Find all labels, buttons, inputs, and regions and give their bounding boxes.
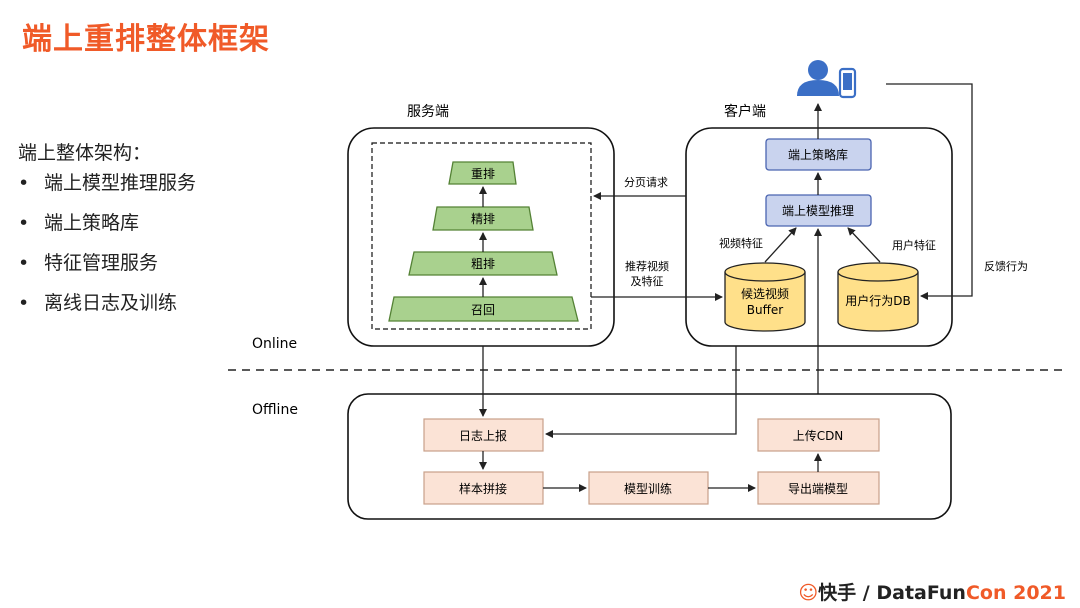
model-train-label: 模型训练	[624, 481, 672, 496]
funnel-label-recall: 召回	[471, 303, 495, 317]
bullet-item: •离线日志及训练	[18, 292, 178, 314]
sample-join-label: 样本拼接	[459, 481, 507, 496]
funnel-stage-fine-rank	[432, 206, 534, 231]
funnel-label-fine-rank: 精排	[471, 212, 495, 226]
client-strategy-label: 端上策略库	[788, 147, 848, 162]
user-phone-icon	[797, 60, 857, 99]
bullet-item: •特征管理服务	[18, 252, 159, 274]
recommend-label-line2: 及特征	[631, 274, 664, 288]
upload-cdn-label: 上传CDN	[793, 428, 844, 443]
funnel-stage-rerank	[448, 161, 517, 185]
funnel-label-coarse-rank: 粗排	[471, 257, 495, 271]
offline-label: Offline	[252, 402, 298, 418]
candidate-buffer-db	[724, 262, 806, 332]
funnel-stage-coarse-rank	[408, 251, 558, 276]
funnel-stage-recall	[388, 296, 579, 322]
log-report-label: 日志上报	[459, 428, 507, 443]
kuaishou-logo-icon: ☺	[798, 582, 819, 604]
log-report-box	[423, 418, 544, 452]
client-label: 客户端	[724, 103, 766, 120]
user-behavior-db-label: 用户行为DB	[845, 293, 910, 308]
page-request-label: 分页请求	[624, 176, 668, 189]
funnel-label-rerank: 重排	[471, 167, 495, 181]
page-title: 端上重排整体框架	[22, 22, 270, 57]
bullet-item: •端上模型推理服务	[18, 172, 197, 194]
user-behavior-db	[837, 262, 919, 332]
architecture-bullet-list: •端上模型推理服务 •端上策略库 •特征管理服务 •离线日志及训练	[18, 170, 196, 330]
bullet-item: •端上策略库	[18, 212, 140, 234]
online-label: Online	[252, 336, 297, 352]
candidate-buffer-line1: 候选视频	[741, 286, 789, 301]
sample-join-box	[423, 471, 544, 505]
candidate-buffer-line2: Buffer	[747, 303, 783, 317]
client-inference-label: 端上模型推理	[782, 204, 854, 218]
model-train-box	[588, 471, 709, 505]
architecture-heading: 端上整体架构：	[18, 142, 152, 164]
ranking-pipeline-frame	[371, 142, 592, 330]
export-model-box	[757, 471, 880, 505]
export-model-label: 导出端模型	[788, 482, 848, 496]
upload-cdn-box	[757, 418, 880, 452]
user-feature-label: 用户特征	[892, 238, 936, 252]
recommend-label-line1: 推荐视频	[625, 259, 669, 273]
footer-logo: ☺快手 / DataFunCon 2021	[798, 582, 1066, 604]
server-label: 服务端	[407, 104, 449, 120]
feedback-label: 反馈行为	[984, 260, 1028, 273]
video-feature-label: 视频特征	[719, 236, 763, 250]
